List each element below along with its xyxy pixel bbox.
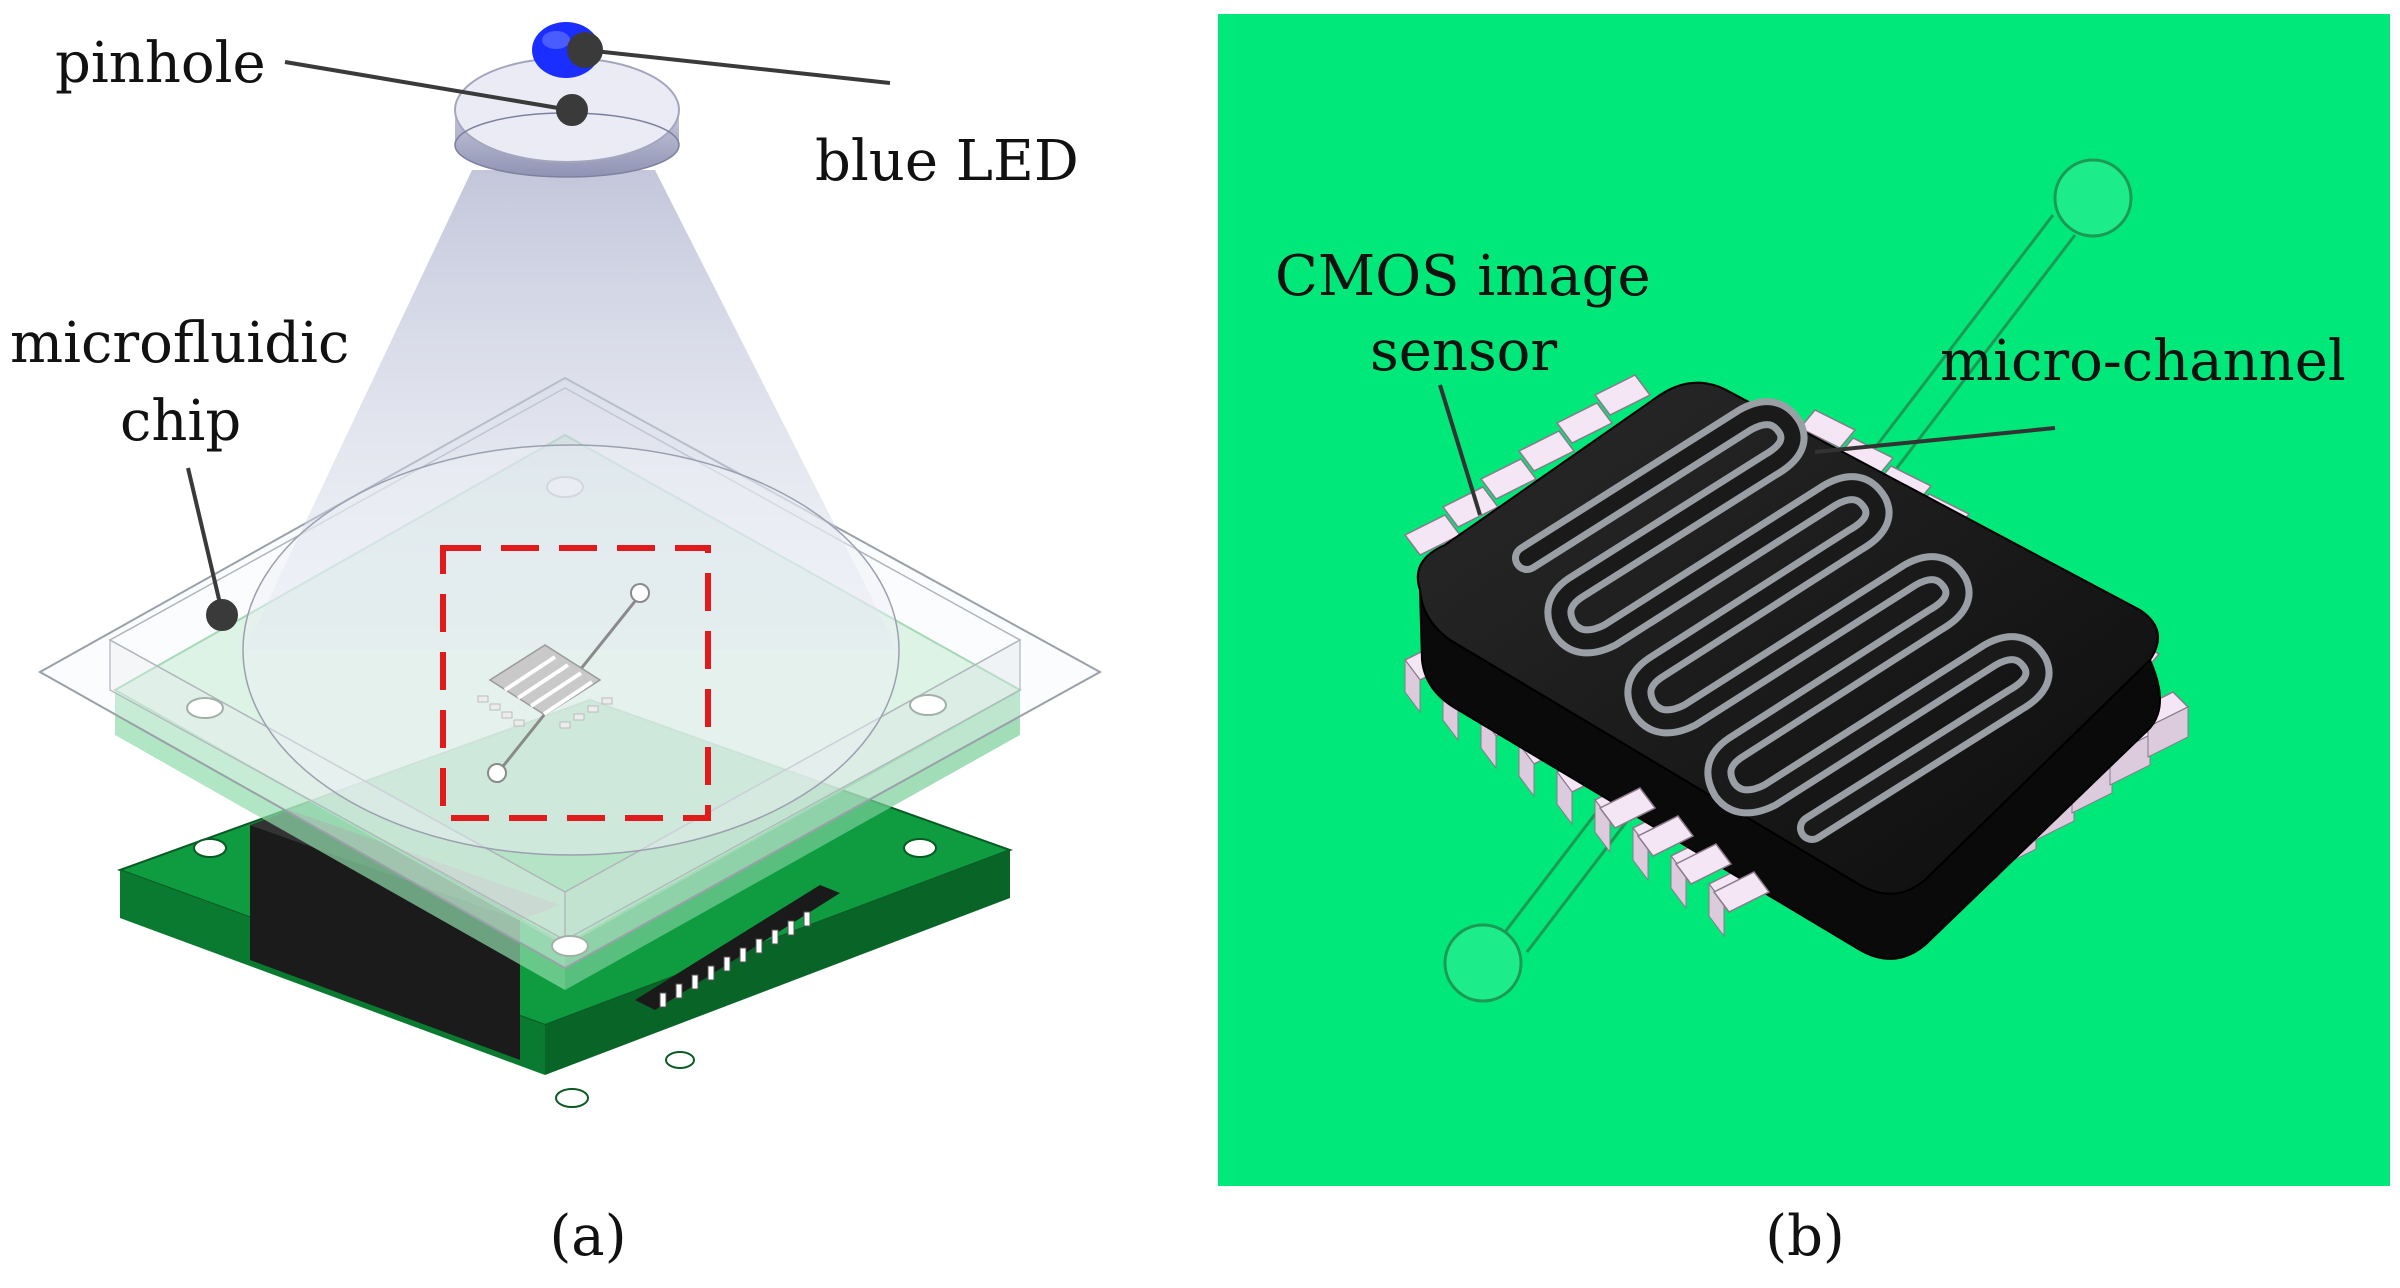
caption-a: (a)	[549, 1204, 626, 1269]
channel-port-bottom	[1443, 923, 1523, 1003]
label-microfluidic: microfluidic	[10, 311, 349, 376]
highlight-dashed-box	[440, 545, 711, 821]
label-chip: chip	[120, 389, 241, 454]
chip-hole-right	[909, 694, 947, 716]
label-micro-channel: micro-channel	[1940, 329, 2346, 394]
chip-leader-dot	[206, 599, 238, 631]
label-blue-led: blue LED	[815, 129, 1079, 194]
leader-lines-a	[186, 32, 891, 631]
panel-b: CMOS image sensor micro-channel (b)	[1218, 14, 2390, 1269]
chip-hole-bottom	[551, 935, 589, 957]
light-cone	[242, 170, 900, 856]
pinhole-leader-dot	[556, 94, 588, 126]
pcb-hole-left	[193, 838, 227, 858]
label-cmos-line1: CMOS image	[1275, 244, 1651, 309]
chip-hole-left	[186, 697, 224, 719]
pcb-connector	[250, 825, 520, 1060]
channel-port-top	[2053, 158, 2133, 238]
light-spot	[242, 444, 900, 856]
pcb-pin-row	[659, 911, 811, 1008]
caption-b: (b)	[1765, 1204, 1845, 1269]
mini-sensor	[477, 583, 650, 783]
label-cmos-line2: sensor	[1370, 319, 1557, 384]
led-leader-dot	[567, 32, 603, 68]
label-pinhole: pinhole	[55, 31, 266, 96]
pcb-hole-front2	[665, 1051, 695, 1069]
pcb-hole-right	[903, 838, 937, 858]
panel-a: pinhole blue LED microfluidic chip (a)	[10, 22, 1103, 1269]
pcb-hole-front	[555, 1088, 589, 1108]
cmos-sensor-package	[1416, 381, 2161, 960]
leader-lines-b	[1438, 384, 2056, 516]
